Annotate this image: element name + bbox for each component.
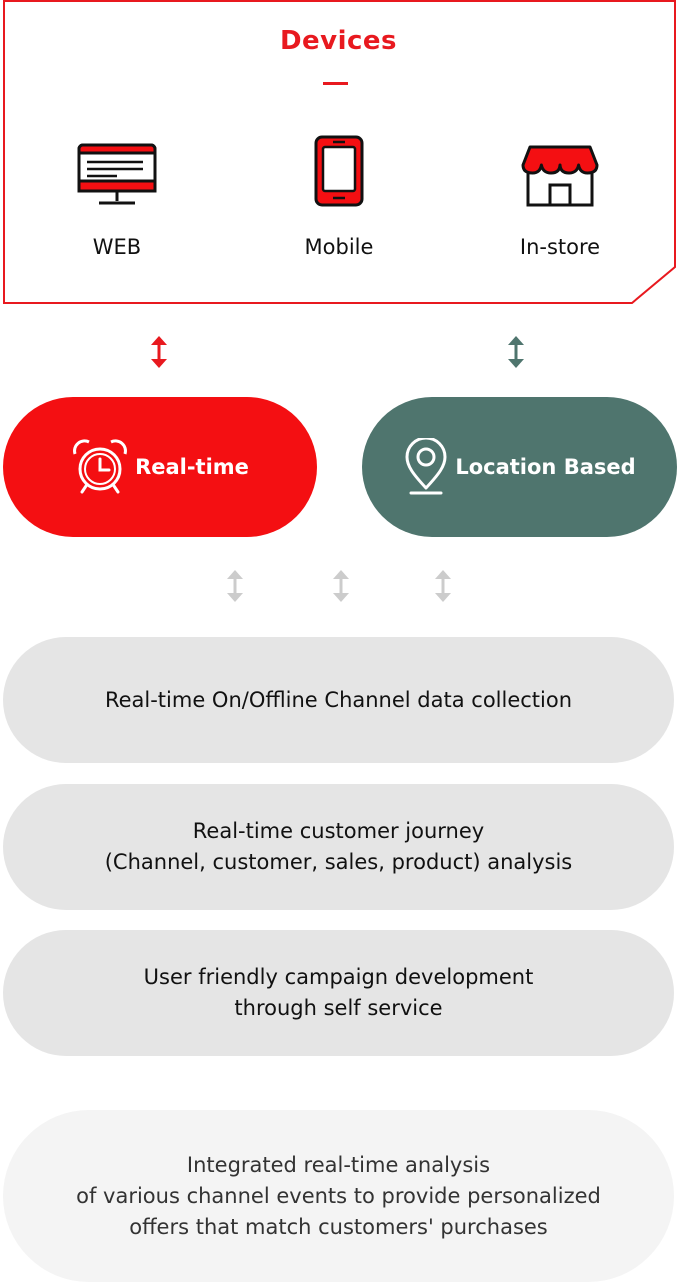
device-instore: In-store xyxy=(480,135,640,259)
summary-line: offers that match customers' purchases xyxy=(129,1214,548,1239)
store-icon xyxy=(521,145,599,207)
feature-line: Real-time On/Offline Channel data collec… xyxy=(104,687,573,712)
device-mobile: Mobile xyxy=(259,135,419,259)
double-arrow-icon xyxy=(227,570,243,602)
feature-line: User friendly campaign development xyxy=(143,965,534,989)
title-dash xyxy=(323,82,348,85)
summary-box: Integrated real-time analysis of various… xyxy=(3,1110,674,1282)
feature-journey-analysis: Real-time customer journey (Channel, cus… xyxy=(3,784,674,910)
realtime-label: Real-time xyxy=(135,455,249,479)
monitor-icon xyxy=(77,143,157,205)
feature-campaign-development: User friendly campaign development throu… xyxy=(3,930,674,1056)
double-arrow-icon xyxy=(151,336,167,368)
feature-line: Real-time customer journey xyxy=(192,819,485,843)
feature-line: through self service xyxy=(234,996,443,1020)
summary-line: Integrated real-time analysis xyxy=(186,1152,491,1177)
device-label: WEB xyxy=(92,235,142,259)
double-arrow-icon xyxy=(508,336,524,368)
realtime-pill: Real-time xyxy=(3,397,317,537)
double-arrow-icon xyxy=(333,570,349,602)
location-label: Location Based xyxy=(455,455,636,479)
double-arrow-icon xyxy=(435,570,451,602)
map-pin-icon xyxy=(405,438,447,495)
devices-title: Devices xyxy=(279,26,398,56)
device-web: WEB xyxy=(37,135,197,259)
device-label: Mobile xyxy=(304,235,374,259)
location-pill: Location Based xyxy=(362,397,677,537)
smartphone-icon xyxy=(314,135,364,207)
summary-line: of various channel events to provide per… xyxy=(76,1183,601,1208)
devices-frame xyxy=(3,0,676,304)
feature-line: (Channel, customer, sales, product) anal… xyxy=(104,850,573,874)
device-label: In-store xyxy=(519,235,601,259)
feature-data-collection: Real-time On/Offline Channel data collec… xyxy=(3,637,674,763)
alarm-clock-icon xyxy=(73,439,128,494)
